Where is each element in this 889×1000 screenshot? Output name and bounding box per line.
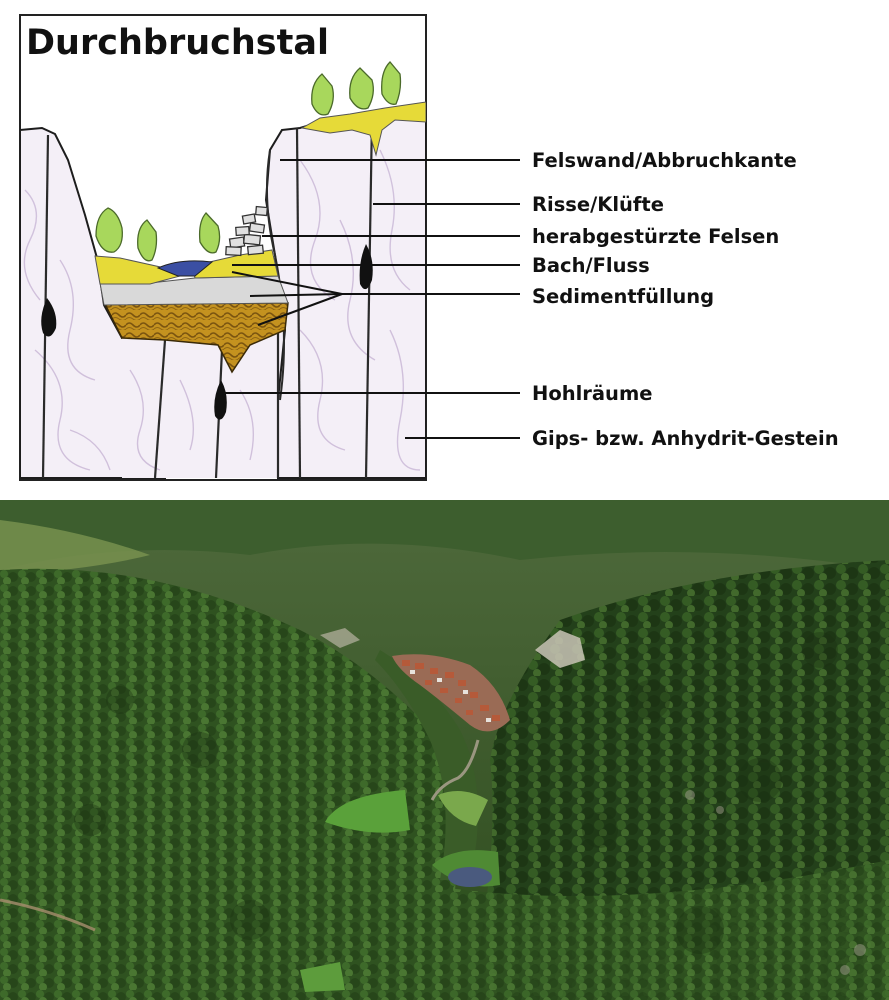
village	[392, 654, 510, 732]
plateau-grass	[300, 101, 426, 157]
cliff-right	[535, 630, 585, 668]
cavity-bottom	[214, 380, 227, 420]
label-felsen: herabgestürzte Felsen	[532, 225, 779, 248]
label-felswand: Felswand/Abbruchkante	[532, 149, 797, 172]
meadow-small	[438, 791, 488, 826]
foreground-forest	[0, 821, 889, 1000]
river	[156, 260, 214, 277]
forest-track	[0, 898, 96, 932]
label-gestein: Gips- bzw. Anhydrit-Gestein	[532, 427, 839, 450]
leader-lines	[225, 159, 520, 439]
valley-road	[430, 739, 480, 801]
far-field	[0, 520, 150, 575]
fallen-rocks	[225, 205, 269, 257]
meadow-bottom	[300, 962, 345, 992]
central-rock-base	[122, 330, 285, 478]
sediment-brown-layer	[102, 301, 289, 374]
cavity-right	[359, 244, 373, 290]
trees	[95, 61, 402, 262]
diagram-title: Durchbruchstal	[26, 23, 329, 63]
dead-trees	[685, 790, 866, 975]
canopy-texture	[74, 632, 838, 954]
far-hills	[0, 500, 889, 570]
meadow-main	[325, 790, 410, 833]
label-hohlraeume: Hohlräume	[532, 382, 653, 405]
aerial-valley-photo	[0, 500, 889, 1000]
cliff-left	[320, 628, 360, 648]
label-sediment: Sedimentfüllung	[532, 285, 714, 308]
valley-floor	[375, 650, 478, 880]
valley-cross-section-diagram: Durchbruchstal Felswand/Abbruchkante Ris…	[19, 14, 839, 481]
cavity-left	[41, 298, 57, 337]
label-bach: Bach/Fluss	[532, 254, 650, 277]
label-risse: Risse/Klüfte	[532, 193, 664, 216]
pond	[448, 867, 492, 887]
rock-veins	[23, 149, 421, 471]
